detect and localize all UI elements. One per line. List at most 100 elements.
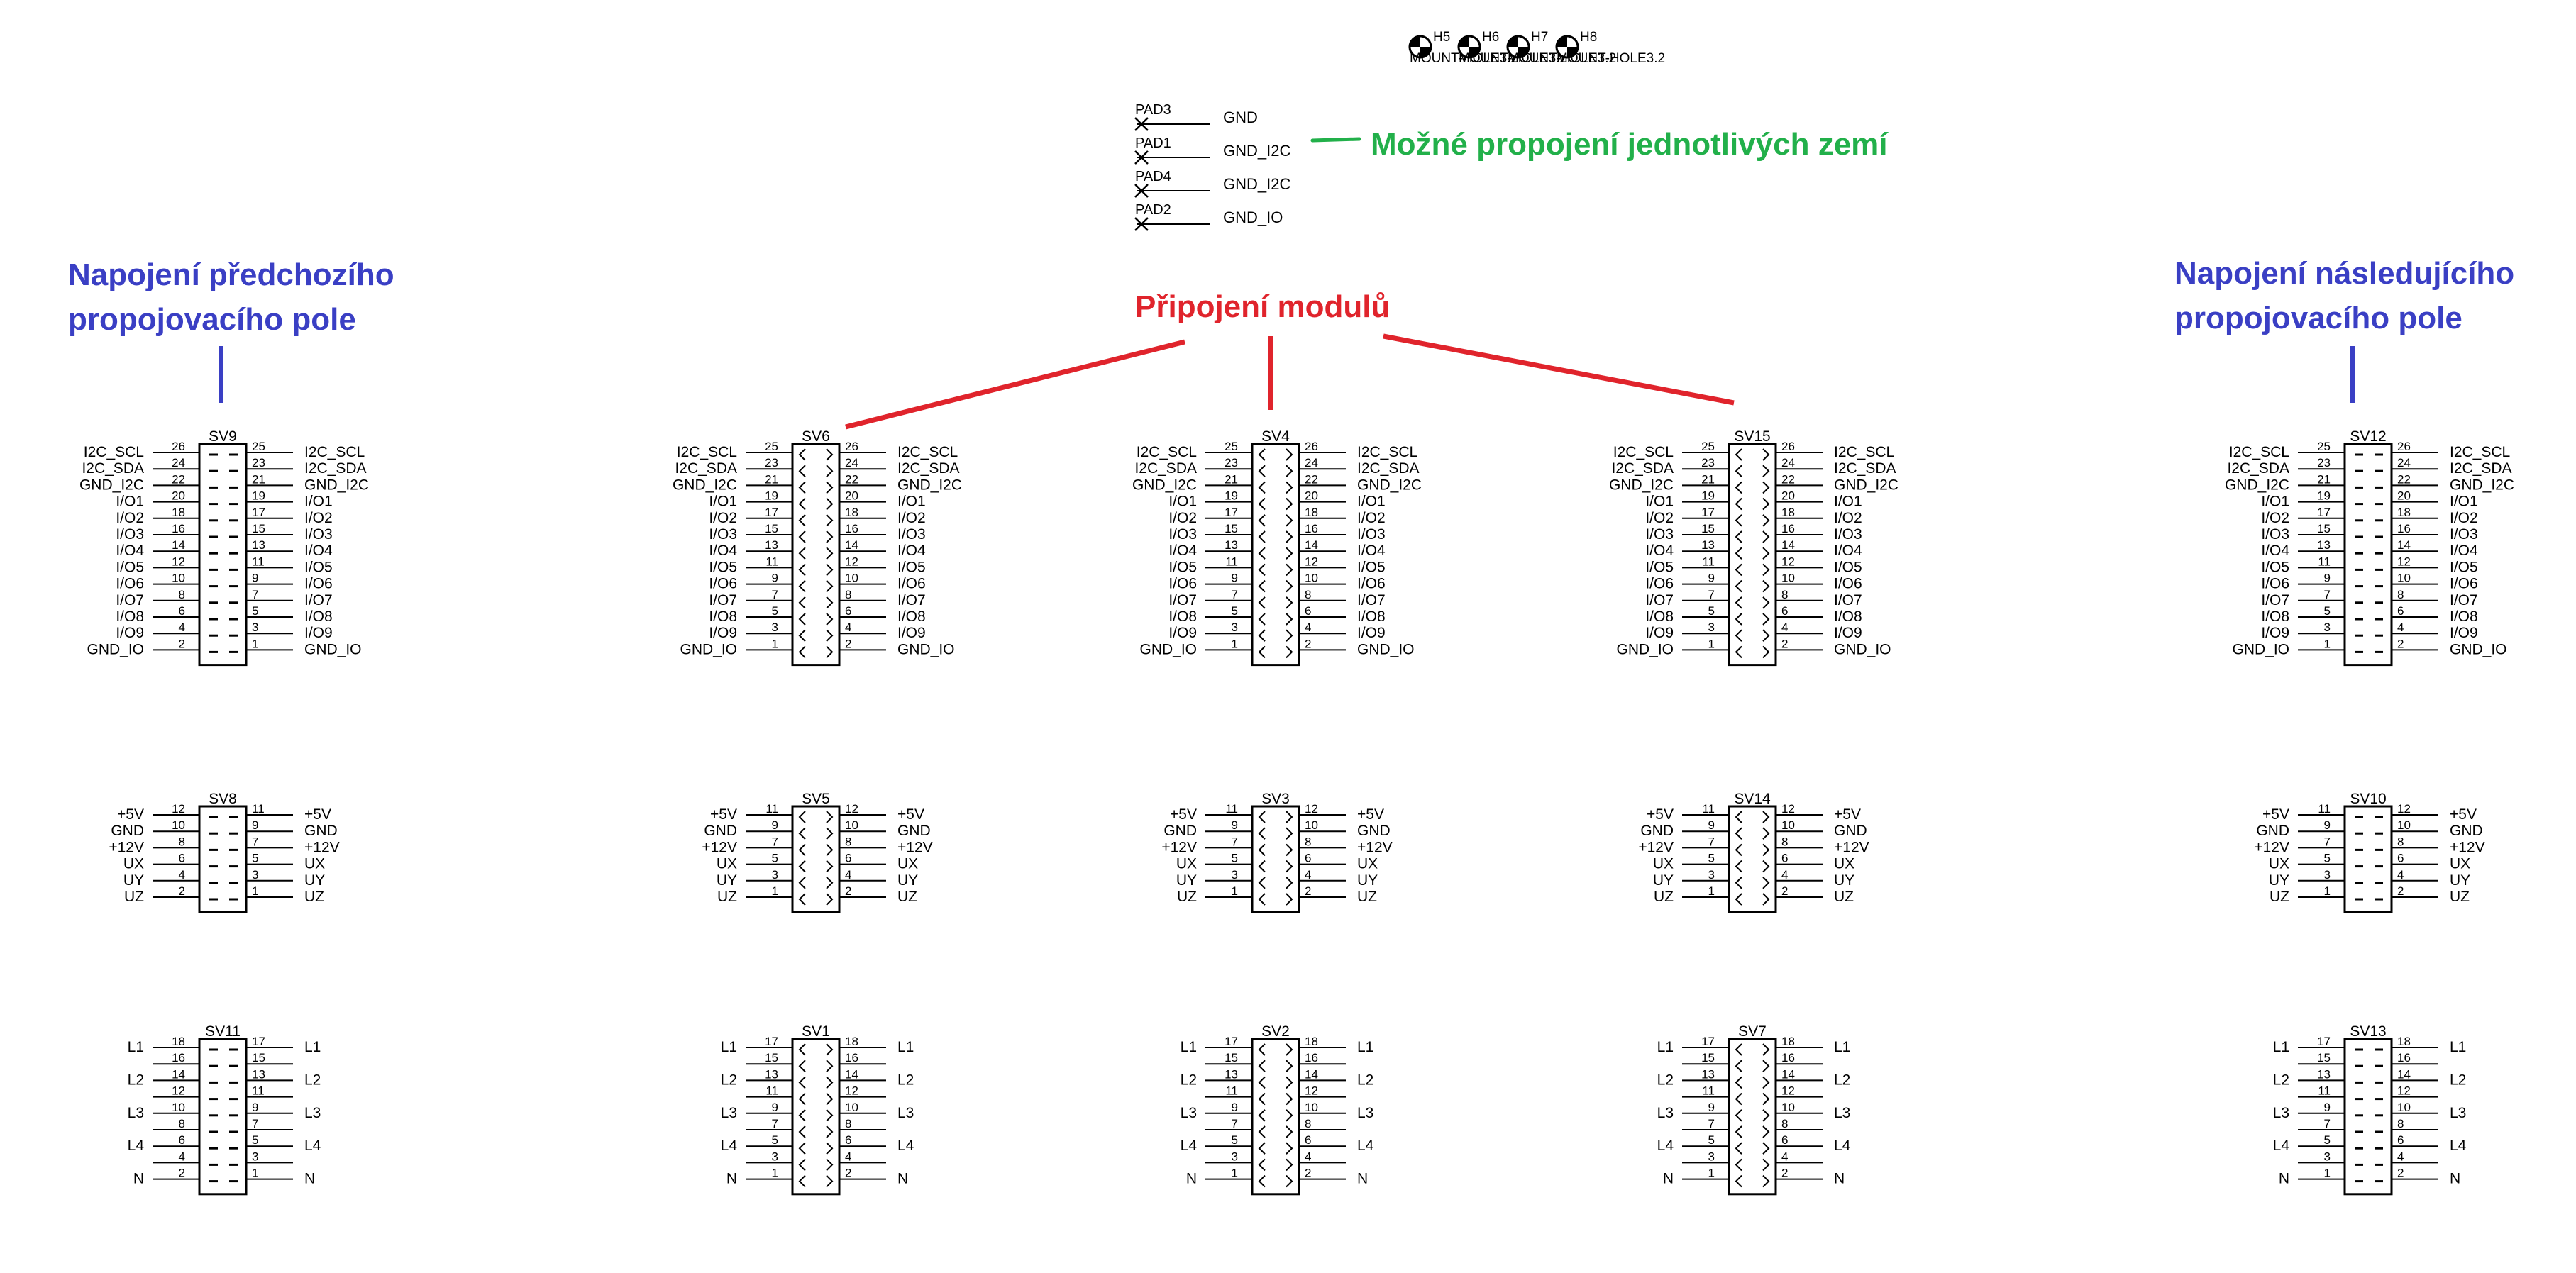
pin-number: 5 (1708, 604, 1715, 618)
header-name: SV9 (209, 428, 237, 445)
socket-mark (1735, 497, 1742, 511)
mount-hole-quadrant (1469, 47, 1480, 57)
socket-mark (826, 1060, 834, 1072)
next-field-note-line1: Napojení následujícího (2174, 256, 2514, 291)
pin-number: 10 (1305, 572, 1318, 585)
net-label: N (304, 1171, 315, 1187)
pin-number: 24 (2397, 456, 2411, 469)
pin-number: 6 (1305, 604, 1311, 618)
pin-number: 18 (845, 506, 858, 519)
pin-number: 5 (2324, 852, 2331, 865)
socket-mark (1286, 1076, 1293, 1089)
pin-number: 18 (1781, 506, 1795, 519)
net-label: I/O1 (2450, 494, 2478, 510)
header-name: SV8 (209, 791, 237, 807)
pin-number: 11 (1702, 802, 1715, 816)
net-label: +5V (1834, 806, 1861, 823)
pin-number: 2 (179, 884, 185, 898)
net-label: GND (897, 823, 931, 839)
pin-number: 9 (1232, 1101, 1238, 1114)
socket-mark (1735, 629, 1742, 642)
pin-number: 19 (2317, 489, 2331, 503)
header-name: SV11 (205, 1023, 241, 1040)
net-label: L1 (721, 1039, 737, 1055)
net-label: I/O1 (1645, 494, 1674, 510)
net-label: +5V (897, 806, 924, 823)
net-label: L2 (1357, 1072, 1373, 1088)
net-label: UY (1176, 872, 1197, 889)
socket-mark (798, 843, 806, 857)
pin-number: 2 (2397, 1167, 2404, 1180)
socket-mark (1286, 1125, 1293, 1138)
pin-number: 3 (772, 868, 778, 882)
socket-mark (798, 448, 806, 461)
socket-mark (1258, 811, 1266, 823)
pin-number: 26 (2397, 440, 2411, 453)
net-label: L3 (2273, 1105, 2289, 1121)
net-label: L4 (128, 1138, 145, 1154)
net-label: +12V (1357, 839, 1393, 855)
net-label: UZ (897, 889, 917, 905)
net-label: I/O2 (897, 510, 926, 526)
pin-number: 15 (2317, 1051, 2331, 1064)
pin-number: 10 (845, 818, 858, 832)
pad-name: PAD4 (1135, 169, 1171, 184)
socket-mark (1286, 860, 1293, 873)
socket-mark (1735, 465, 1742, 477)
net-label: UY (717, 872, 737, 889)
next-field-note-line2: propojovacího pole (2174, 301, 2462, 335)
pin-number: 25 (1701, 440, 1715, 453)
header-body (1728, 443, 1777, 667)
socket-mark (1762, 629, 1770, 642)
net-label: L1 (2450, 1039, 2466, 1055)
header-body (791, 805, 841, 913)
pin-number: 14 (2397, 538, 2411, 552)
socket-mark (1762, 579, 1770, 593)
socket-mark (1286, 1092, 1293, 1106)
socket-mark (1735, 530, 1742, 543)
net-label: L1 (304, 1039, 321, 1055)
pin-number: 10 (2397, 572, 2411, 585)
net-label: I/O9 (2450, 625, 2478, 641)
pin-number: 3 (252, 868, 258, 882)
header-body (2343, 805, 2393, 913)
pin-number: 12 (845, 802, 858, 816)
net-label: N (1357, 1171, 1368, 1187)
pin-number: 1 (252, 1167, 258, 1180)
pin-number: 4 (1781, 868, 1788, 882)
socket-mark (1258, 530, 1266, 543)
pin-number: 6 (2397, 1133, 2404, 1147)
net-label: I/O6 (2261, 576, 2289, 592)
socket-mark (798, 893, 806, 906)
socket-mark (826, 1109, 834, 1122)
net-label: I/O2 (1834, 510, 1862, 526)
pin-number: 9 (252, 572, 258, 585)
pin-number: 4 (2397, 868, 2404, 882)
net-label: I/O7 (1168, 592, 1197, 608)
pin-number: 25 (252, 440, 265, 453)
socket-mark (1258, 1174, 1266, 1188)
net-label: I/O4 (2450, 543, 2478, 559)
pin-number: 25 (2317, 440, 2331, 453)
pin-number: 10 (845, 572, 858, 585)
pin-number: 24 (172, 456, 185, 469)
net-label: I/O8 (1645, 608, 1674, 625)
net-label: GND_I2C (1132, 477, 1197, 493)
pin-number: 4 (2397, 1150, 2404, 1163)
net-label: I2C_SCL (1834, 444, 1894, 460)
header-body (1728, 805, 1777, 913)
socket-mark (1735, 563, 1742, 577)
net-label: I/O5 (304, 559, 333, 575)
pin-number: 2 (845, 884, 851, 898)
socket-mark (1762, 645, 1770, 659)
header-name: SV13 (2350, 1023, 2386, 1040)
net-label: +5V (304, 806, 331, 823)
pin-number: 3 (1708, 621, 1715, 634)
net-label: I2C_SDA (2450, 460, 2512, 477)
net-label: I2C_SDA (304, 460, 367, 477)
net-label: I/O8 (1834, 608, 1862, 625)
net-label: I2C_SDA (1357, 460, 1420, 477)
socket-mark (1762, 563, 1770, 577)
